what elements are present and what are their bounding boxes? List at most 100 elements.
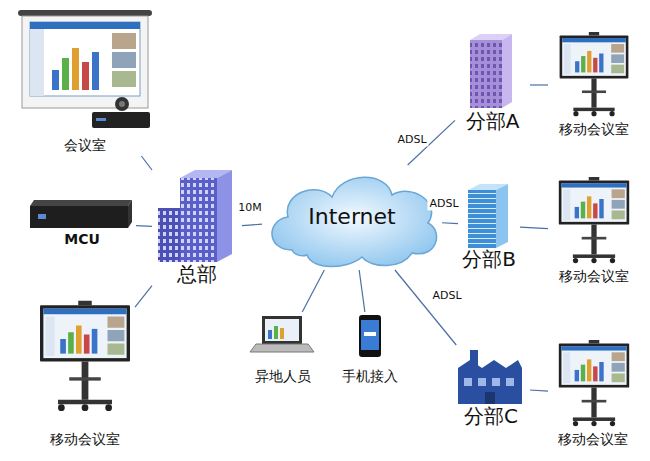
network-link bbox=[359, 270, 365, 312]
projector-screen bbox=[18, 10, 152, 16]
mobile-conference-unit bbox=[559, 177, 629, 263]
projector-screen bbox=[96, 118, 106, 121]
branch-building bbox=[485, 392, 495, 404]
projector-screen bbox=[62, 58, 69, 90]
mobile-conference-room: 移动会议室 bbox=[35, 290, 135, 450]
network-link bbox=[530, 84, 548, 85]
mcu-device bbox=[128, 200, 132, 228]
headquarters-building bbox=[158, 170, 232, 262]
laptop-icon bbox=[250, 316, 314, 352]
projector-screen bbox=[112, 52, 136, 68]
branch-building bbox=[470, 40, 502, 108]
branch-building bbox=[496, 184, 508, 248]
mcu-device bbox=[30, 206, 128, 228]
headquarters-building bbox=[158, 208, 180, 262]
phone-icon bbox=[359, 315, 381, 357]
link-label: ADSL bbox=[395, 133, 428, 146]
headquarters-building bbox=[217, 170, 232, 262]
mobile-conference-room: 移动会议室 bbox=[548, 338, 638, 450]
headquarters-building bbox=[180, 178, 217, 262]
branch-building bbox=[470, 40, 502, 108]
branch-building bbox=[478, 378, 486, 386]
projector-screen bbox=[82, 62, 89, 90]
mobile-phone-access: 手机接入 bbox=[335, 312, 405, 387]
node-label: 会议室 bbox=[64, 137, 106, 154]
branch-building: 分部A bbox=[455, 35, 530, 135]
link-label: ADSL bbox=[427, 197, 460, 210]
mcu-device bbox=[30, 200, 132, 206]
branch-building bbox=[468, 190, 496, 248]
node-label: 异地人员 bbox=[255, 368, 311, 385]
network-link bbox=[530, 390, 548, 391]
branch-building bbox=[492, 378, 500, 386]
laptop-icon bbox=[250, 344, 314, 352]
mcu-device bbox=[30, 200, 132, 228]
branch-building bbox=[458, 350, 522, 404]
branch-building bbox=[506, 378, 514, 386]
network-link bbox=[442, 222, 458, 224]
projector-screen bbox=[30, 29, 44, 96]
mobile-conference-unit bbox=[560, 32, 629, 116]
network-link bbox=[135, 286, 152, 307]
node-label: 移动会议室 bbox=[558, 431, 628, 448]
mobile-conference-room: 移动会议室 bbox=[548, 175, 640, 287]
branch-building bbox=[468, 184, 508, 248]
internet-cloud: Internet bbox=[262, 165, 442, 270]
node-label: 移动会议室 bbox=[50, 431, 120, 448]
headquarters-building bbox=[158, 208, 180, 262]
projector-screen bbox=[30, 22, 140, 29]
projector-screen bbox=[18, 10, 152, 128]
network-link bbox=[242, 224, 262, 225]
projector-screen bbox=[112, 33, 136, 49]
network-link bbox=[136, 225, 152, 227]
projector-screen bbox=[112, 71, 136, 87]
network-link bbox=[141, 156, 152, 170]
mobile-conference-unit bbox=[40, 301, 130, 411]
laptop-icon bbox=[280, 328, 284, 339]
phone-icon bbox=[364, 332, 376, 336]
phone-icon bbox=[359, 315, 381, 357]
mobile-conference-unit bbox=[559, 340, 629, 426]
headquarters-building bbox=[180, 178, 217, 262]
conference-room: 会议室 bbox=[15, 8, 155, 156]
network-link bbox=[520, 227, 548, 228]
mobile-conference-room: 移动会议室 bbox=[548, 30, 640, 140]
projector-screen bbox=[115, 97, 129, 111]
link-label: 10M bbox=[236, 201, 264, 214]
link-label: ADSL bbox=[430, 289, 463, 302]
projector-screen bbox=[22, 16, 148, 108]
projector-screen bbox=[30, 22, 140, 96]
projector-screen bbox=[92, 52, 99, 90]
node-label: 分部C bbox=[464, 404, 518, 428]
node-label: 手机接入 bbox=[342, 368, 398, 385]
branch-building bbox=[458, 360, 522, 404]
remote-user-laptop: 异地人员 bbox=[245, 312, 320, 387]
network-link bbox=[302, 270, 324, 312]
node-label: MCU bbox=[64, 231, 100, 248]
projector-screen bbox=[92, 112, 150, 128]
laptop-icon bbox=[268, 330, 272, 339]
projector-screen bbox=[72, 48, 79, 90]
laptop-icon bbox=[262, 316, 302, 344]
projector-screen bbox=[52, 70, 59, 90]
node-label: 总部 bbox=[177, 262, 217, 286]
branch-building: 分部C bbox=[452, 345, 530, 430]
branch-building bbox=[470, 34, 512, 108]
branch-building bbox=[502, 34, 512, 108]
node-label: 分部A bbox=[466, 109, 520, 133]
node-label: Internet bbox=[308, 204, 395, 230]
node-label: 移动会议室 bbox=[559, 121, 629, 138]
branch-building: 分部B bbox=[458, 178, 520, 273]
cloud-outline bbox=[272, 177, 437, 266]
phone-icon bbox=[361, 320, 379, 350]
projector-screen bbox=[119, 101, 125, 107]
branch-building bbox=[468, 190, 496, 248]
laptop-icon bbox=[265, 319, 299, 341]
mcu-device: MCU bbox=[28, 195, 136, 250]
node-label: 移动会议室 bbox=[559, 268, 629, 285]
node-label: 分部B bbox=[462, 247, 516, 271]
laptop-icon bbox=[274, 326, 278, 339]
branch-building bbox=[464, 378, 472, 386]
headquarters-building: 总部 bbox=[152, 170, 242, 288]
